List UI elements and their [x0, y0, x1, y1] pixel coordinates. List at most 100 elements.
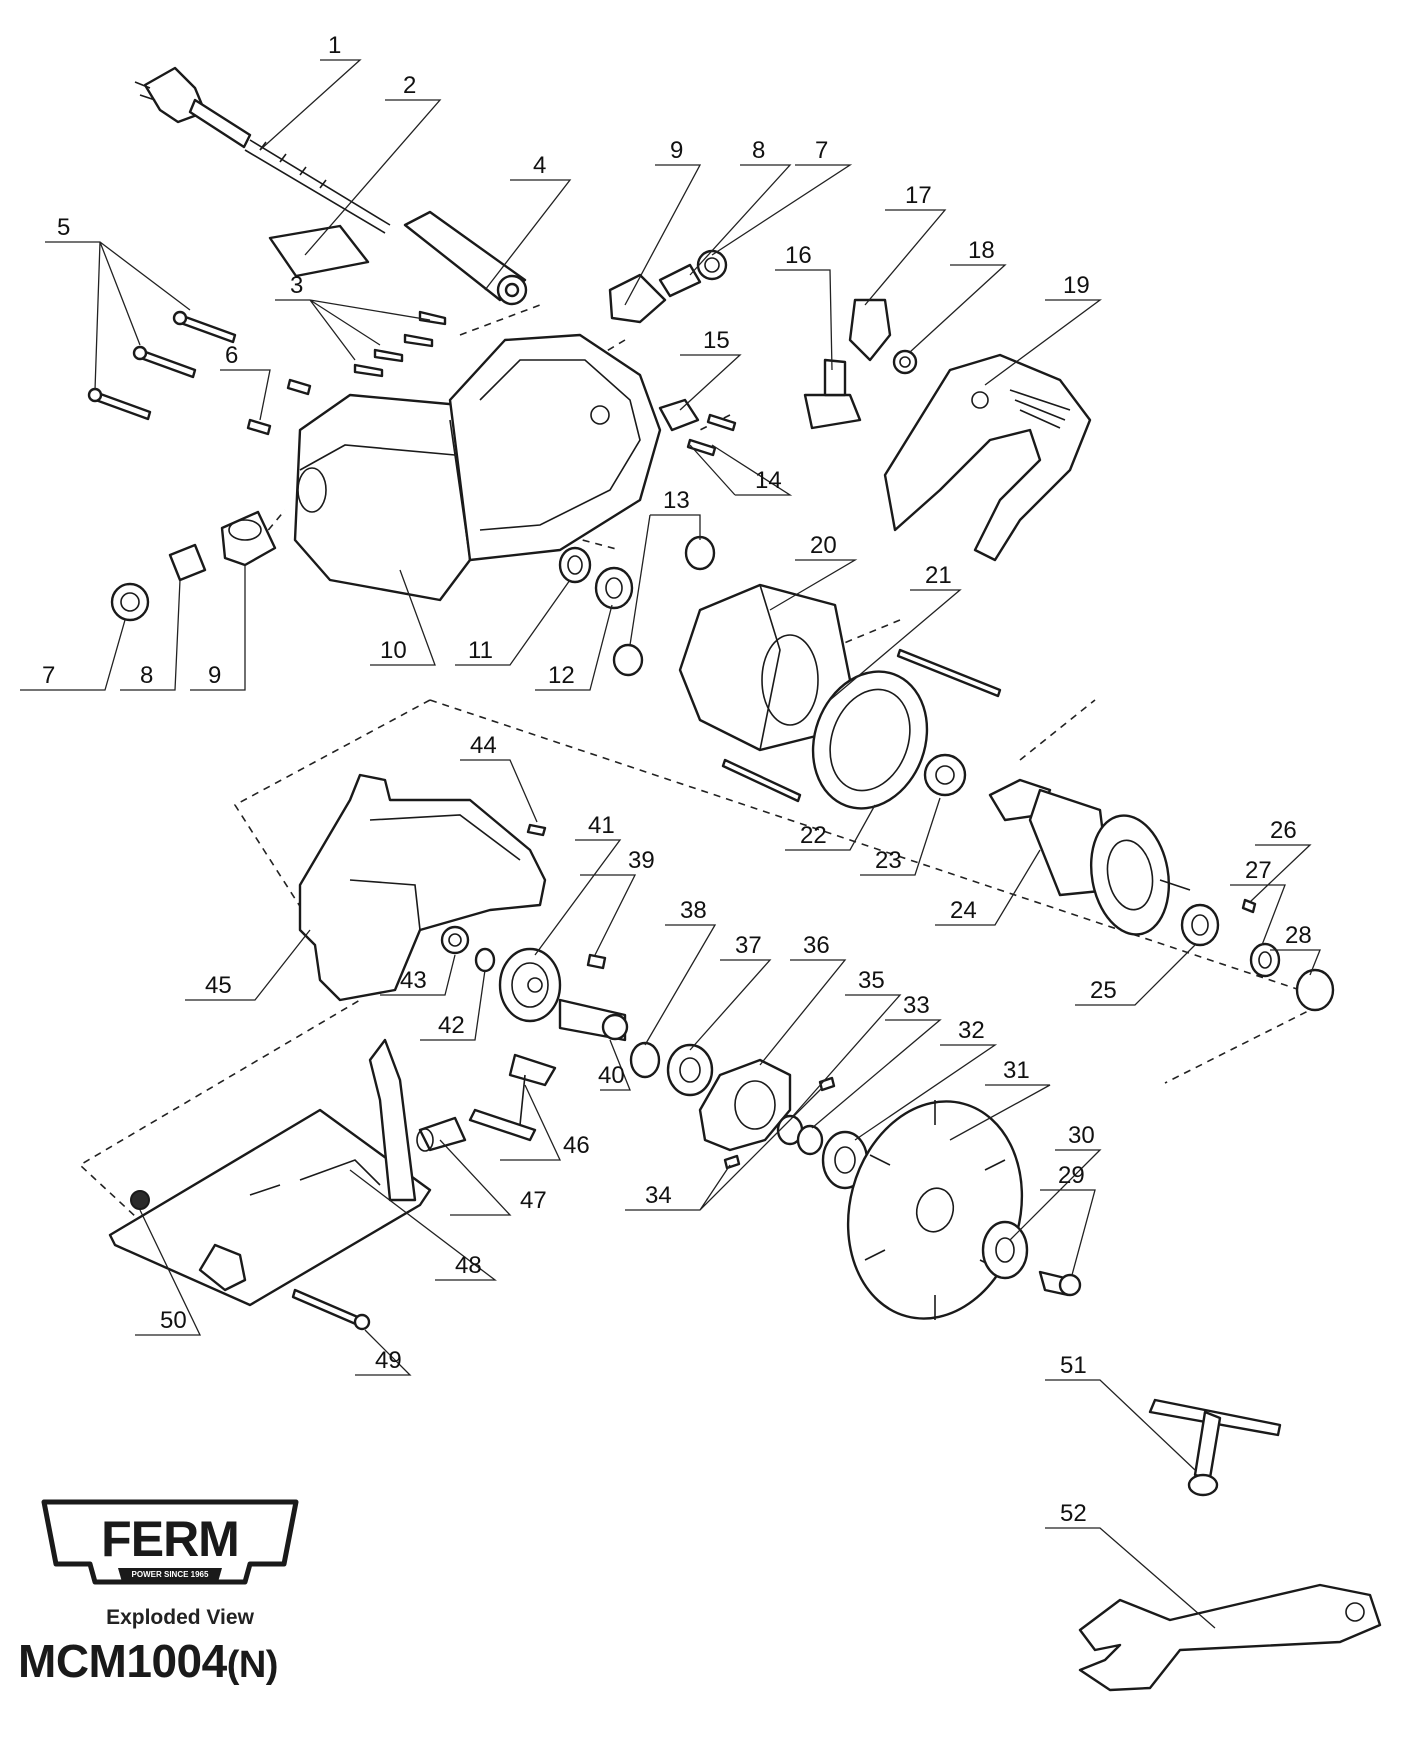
callout-18: 18: [968, 237, 995, 264]
callout-2: 2: [403, 72, 416, 99]
callout-24: 24: [950, 897, 977, 924]
callout-39: 39: [628, 847, 655, 874]
callout-17: 17: [905, 182, 932, 209]
callout-12: 12: [548, 662, 575, 689]
callout-19: 19: [1063, 272, 1090, 299]
nut-50: [130, 1190, 150, 1210]
callout-34: 34: [645, 1182, 672, 1209]
switch-15: [658, 398, 700, 432]
bearing-25: [1180, 903, 1220, 947]
nut-18: [892, 349, 918, 375]
motor-housing: [293, 333, 662, 602]
power-cord: [134, 66, 391, 234]
t-wrench-51: [1148, 1398, 1282, 1497]
callout-6: 6: [225, 342, 238, 369]
baffle-ring-22: [811, 670, 929, 810]
callout-44: 44: [470, 732, 497, 759]
flange-housing-36: [698, 1058, 792, 1152]
washer-11: [558, 546, 592, 584]
callout-8-lower: 8: [140, 662, 153, 689]
screw-44: [526, 823, 547, 837]
screw-49: [291, 1288, 371, 1331]
callout-48: 48: [455, 1252, 482, 1279]
callout-43: 43: [400, 967, 427, 994]
model-number: MCM1004(N): [18, 1634, 278, 1688]
callout-51: 51: [1060, 1352, 1087, 1379]
armature-24: [988, 778, 1191, 936]
callout-29: 29: [1058, 1162, 1085, 1189]
callout-14: 14: [755, 467, 782, 494]
screws-14: [686, 413, 737, 457]
springs-6: [246, 378, 312, 436]
callout-52: 52: [1060, 1500, 1087, 1527]
ferm-tagline: POWER SINCE 1965: [131, 1570, 209, 1579]
long-screws-21: [721, 648, 1002, 803]
callout-49: 49: [375, 1347, 402, 1374]
bearing-23: [923, 753, 967, 797]
callout-16: 16: [785, 242, 812, 269]
bolt-29: [1038, 1270, 1082, 1297]
diamond-blade-31: [846, 1100, 1024, 1320]
ferm-logo: [41, 1499, 299, 1585]
model-suffix: (N): [226, 1644, 279, 1686]
callout-45: 45: [205, 972, 232, 999]
callout-35: 35: [858, 967, 885, 994]
callout-23: 23: [875, 847, 902, 874]
handle-19: [883, 353, 1092, 562]
callout-5: 5: [57, 214, 70, 241]
callout-33: 33: [903, 992, 930, 1019]
callout-leader-lines: [20, 59, 1321, 1629]
callout-36: 36: [803, 932, 830, 959]
model-code: MCM1004: [18, 1635, 227, 1687]
callout-25: 25: [1090, 977, 1117, 1004]
brush-assembly-upper: [608, 249, 728, 324]
callout-13: 13: [663, 487, 690, 514]
callout-7-lower: 7: [42, 662, 55, 689]
callout-21: 21: [925, 562, 952, 589]
ferm-logo-text: FERM: [101, 1511, 240, 1567]
lock-button-17: [848, 298, 892, 362]
clip-42: [474, 947, 496, 973]
callout-47: 47: [520, 1187, 547, 1214]
callout-10: 10: [380, 637, 407, 664]
callout-26: 26: [1270, 817, 1297, 844]
callout-40: 40: [598, 1062, 625, 1089]
base-plate-48: [108, 1038, 432, 1307]
view-label: Exploded View: [106, 1606, 254, 1629]
outer-flange-30: [981, 1220, 1029, 1280]
warning-label: [268, 224, 370, 278]
bearing-43: [440, 925, 470, 955]
callout-9-upper: 9: [670, 137, 683, 164]
callout-numbers: 1 2 3 4 5 6 9 8 7 7 8 9 10 11 12 13 14 1…: [42, 32, 1312, 1527]
cord-sleeve: [403, 210, 528, 306]
pinion-27: [1249, 942, 1281, 978]
callout-20: 20: [810, 532, 837, 559]
callout-28: 28: [1285, 922, 1312, 949]
callout-31: 31: [1003, 1057, 1030, 1084]
callout-50: 50: [160, 1307, 187, 1334]
callout-32: 32: [958, 1017, 985, 1044]
bearing-12: [594, 566, 634, 610]
clips-13: [612, 535, 716, 677]
screws-set-3: [353, 310, 447, 378]
callout-8-upper: 8: [752, 137, 765, 164]
callout-30: 30: [1068, 1122, 1095, 1149]
callout-22: 22: [800, 822, 827, 849]
callout-3: 3: [290, 272, 303, 299]
pin-26: [1241, 898, 1257, 914]
clamp-lever-46: [468, 1053, 557, 1142]
large-gear-41: [498, 947, 562, 1023]
screws-34: [723, 1076, 836, 1170]
callout-1: 1: [328, 32, 341, 59]
callout-7-upper: 7: [815, 137, 828, 164]
cap-28: [1295, 968, 1335, 1012]
circlip-38: [629, 1041, 661, 1079]
spindle-40: [558, 998, 629, 1042]
gear-housing-45: [298, 773, 547, 1002]
switch-trigger-16: [803, 358, 862, 430]
washer-33: [796, 1124, 824, 1156]
brand-block: FERM POWER SINCE 1965 Exploded View MCM1…: [18, 1498, 378, 1738]
callout-38: 38: [680, 897, 707, 924]
key-39: [586, 953, 607, 970]
